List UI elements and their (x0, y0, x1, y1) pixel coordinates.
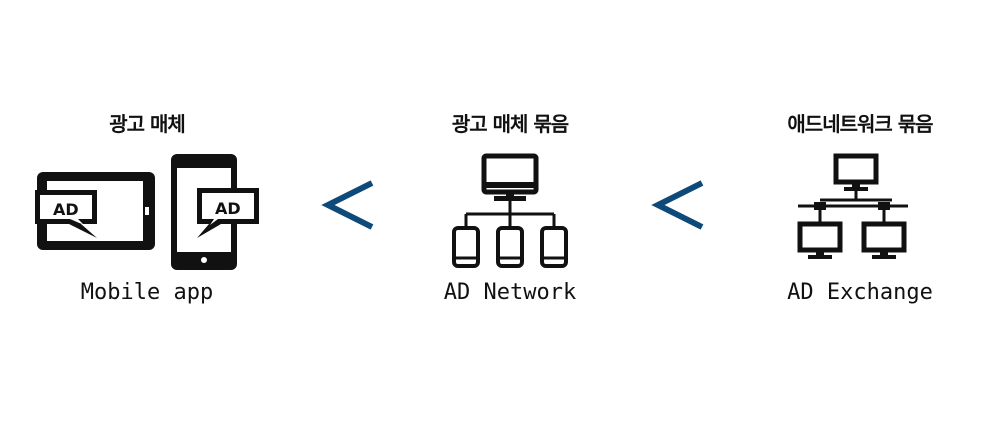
exchange-title: 애드네트워크 묶음 (787, 112, 933, 136)
exchange-network-icon (797, 153, 908, 259)
ad-speech-bubble-icon: AD (35, 190, 97, 238)
network-tree-icon (452, 153, 568, 268)
exchange-label: AD Exchange (787, 280, 933, 305)
media-title: 광고 매체 (109, 112, 186, 136)
ad-text-phone: AD (215, 199, 241, 218)
mobile-devices-icon: AD AD (35, 154, 259, 270)
less-than-arrow-icon (651, 180, 704, 230)
ad-text-tablet: AD (53, 200, 79, 219)
exchange-section: 애드네트워크 묶음 AD Exchange (740, 110, 980, 305)
less-than-arrow-icon (321, 180, 374, 230)
ad-speech-bubble-icon: AD (197, 188, 259, 238)
media-label: Mobile app (80, 280, 214, 305)
network-title: 광고 매체 묶음 (451, 112, 569, 136)
network-label: AD Network (443, 280, 577, 305)
network-section: 광고 매체 묶음 AD Network (390, 110, 630, 305)
media-section: 광고 매체 AD AD Mobile app (27, 110, 267, 305)
